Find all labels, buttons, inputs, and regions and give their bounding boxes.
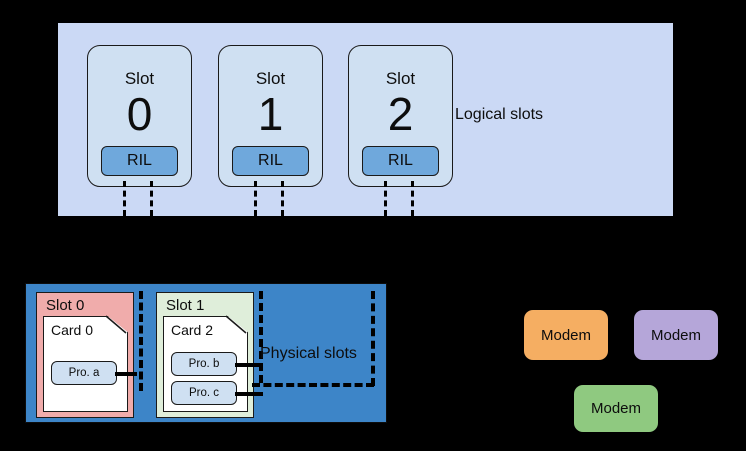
connector-slot0-right <box>150 181 153 216</box>
logical-slot-0[interactable]: Slot 0 RIL <box>87 45 192 187</box>
connector-slot2-left <box>384 181 387 216</box>
physical-slot-1-label: Slot 1 <box>166 297 205 314</box>
bus-vertical-right <box>371 291 375 386</box>
sim-notch-icon-1 <box>225 315 247 334</box>
physical-slot-1[interactable]: Slot 1 Card 2 Pro. b Pro. c <box>156 292 263 418</box>
connector-slot1-left <box>254 181 257 216</box>
logical-slot-0-number: 0 <box>126 88 153 140</box>
bus-vertical-slot1 <box>259 291 263 383</box>
bus-horizontal-bottom <box>252 383 374 387</box>
physical-slot-0-label: Slot 0 <box>46 297 85 314</box>
modem-orange[interactable]: Modem <box>524 310 608 360</box>
physical-slot-1-card[interactable]: Card 2 Pro. b Pro. c <box>163 316 248 412</box>
logical-slot-2[interactable]: Slot 2 RIL <box>348 45 453 187</box>
physical-slot-1-profile-b[interactable]: Pro. b <box>171 352 237 376</box>
stub-profile-b <box>235 363 263 367</box>
modem-purple[interactable]: Modem <box>634 310 718 360</box>
logical-slots-region: Slot 0 RIL Slot 1 RIL Slot 2 RIL Logical… <box>58 23 673 216</box>
physical-slot-1-card-label: Card 2 <box>171 322 214 338</box>
bus-vertical-slot0 <box>139 291 143 391</box>
logical-slot-2-word: Slot <box>385 69 416 88</box>
connector-slot2-right <box>411 181 414 216</box>
connector-slot0-left <box>123 181 126 216</box>
connector-slot1-right <box>281 181 284 216</box>
logical-slot-2-number: 2 <box>387 88 414 140</box>
physical-slots-label: Physical slots <box>260 345 357 362</box>
logical-slot-1-word: Slot <box>255 69 286 88</box>
logical-slot-1-ril-box[interactable]: RIL <box>232 146 309 176</box>
sim-notch-icon-0 <box>105 315 127 334</box>
modem-green[interactable]: Modem <box>574 385 658 432</box>
logical-slot-2-ril-box[interactable]: RIL <box>362 146 439 176</box>
stub-profile-c <box>235 392 263 396</box>
physical-slots-region: Slot 0 Card 0 Pro. a Slot 1 Card 2 Pro. … <box>25 283 387 423</box>
logical-slot-1-number: 1 <box>257 88 284 140</box>
logical-slot-0-word: Slot <box>124 69 155 88</box>
physical-slot-0-card[interactable]: Card 0 Pro. a <box>43 316 128 412</box>
physical-slot-0-card-label: Card 0 <box>51 322 94 338</box>
logical-slots-label: Logical slots <box>455 106 544 123</box>
physical-slot-0-profile-a[interactable]: Pro. a <box>51 361 117 385</box>
physical-slot-0[interactable]: Slot 0 Card 0 Pro. a <box>36 292 137 418</box>
stub-profile-a <box>115 372 137 376</box>
physical-slot-1-profile-c[interactable]: Pro. c <box>171 381 237 405</box>
logical-slot-0-ril-box[interactable]: RIL <box>101 146 178 176</box>
logical-slot-1[interactable]: Slot 1 RIL <box>218 45 323 187</box>
